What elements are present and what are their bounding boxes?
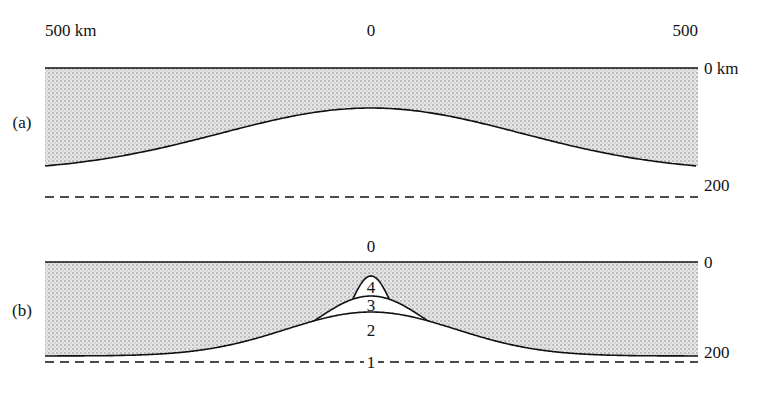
layer-boundary-3 — [315, 296, 427, 320]
distance-label: 500 — [673, 22, 699, 39]
layer-number: 3 — [367, 297, 376, 314]
layer-boundary-4 — [353, 276, 389, 299]
base-curve — [45, 108, 696, 166]
dashed-depth-line — [45, 196, 698, 198]
depth-label: 0 — [704, 254, 713, 271]
lithosphere-shading — [45, 262, 698, 356]
lithosphere-shading — [45, 68, 698, 166]
distance-label: 500 km — [45, 22, 96, 39]
surface-line — [45, 67, 698, 69]
panel-label: (a) — [13, 114, 32, 131]
depth-label: 0 km — [704, 60, 738, 77]
layer-number: 2 — [367, 322, 376, 339]
layer-boundary-2 — [45, 312, 698, 356]
surface-line — [45, 261, 698, 263]
depth-label: 200 — [704, 177, 730, 194]
distance-label: 0 — [367, 22, 376, 39]
depth-label: 200 — [704, 344, 730, 361]
contour-number: 0 — [367, 238, 376, 255]
contour-number: 1 — [364, 354, 379, 371]
panel-label: (b) — [12, 302, 32, 319]
layer-number: 4 — [367, 279, 376, 296]
